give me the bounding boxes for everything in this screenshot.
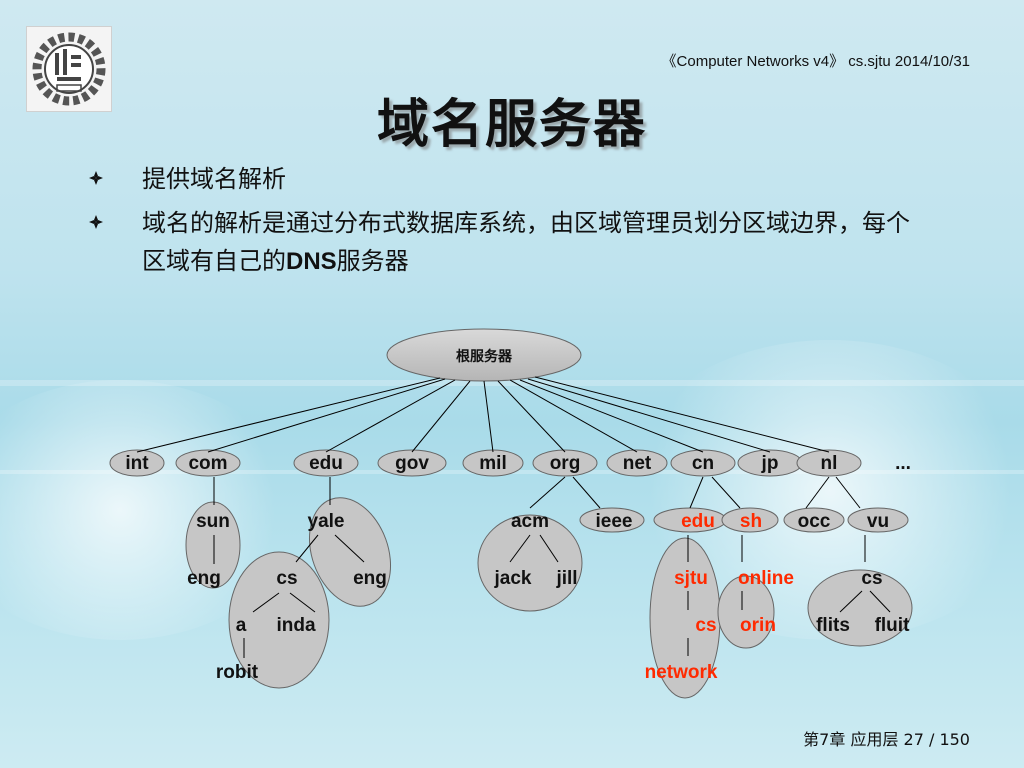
tld-net: net [623,453,652,474]
label-cs-sjtu: cs [695,615,716,636]
label-eng: eng [353,568,387,589]
diamond-bullet-icon [88,204,142,234]
slide-footer: 第7章 应用层 27 / 150 [803,730,970,749]
zone-acm [477,514,583,612]
bullet-item: 提供域名解析 [88,160,948,198]
node-ieee [579,507,645,533]
node-com [175,449,241,477]
label-cs: cs [276,568,297,589]
node-nl [796,449,862,477]
zone-yale [308,497,392,607]
node-occ [783,507,845,533]
tld-edu: edu [309,453,343,474]
node-org [532,449,598,477]
node-int [109,449,165,477]
label-network: network [645,662,718,683]
zone-sh [717,575,775,649]
label-edu-cn: edu [681,511,715,532]
label-fluit: fluit [875,615,910,636]
course-header: 《Computer Networks v4》 cs.sjtu 2014/10/3… [661,53,970,70]
node-net [606,449,668,477]
tld-org: org [550,453,581,474]
level4-labels: a inda cs orin flits fluit [236,615,910,636]
label-jack: jack [494,568,532,589]
node-sh [721,507,779,533]
tld-nl: nl [821,453,838,474]
zone-cs [228,551,330,689]
node-cn [670,449,736,477]
diamond-bullet-icon [88,160,142,190]
tree-edges [136,376,891,658]
label-vu: vu [867,511,889,532]
zone-sun [185,501,241,589]
tld-int: int [125,453,149,474]
bullet-item: 域名的解析是通过分布式数据库系统，由区域管理员划分区域边界，每个区域有自己的DN… [88,204,948,281]
university-logo [26,26,112,112]
bullet-text-after: 服务器 [336,247,409,275]
label-a: a [236,615,247,636]
label-flits: flits [816,615,850,636]
slide-title: 域名服务器 [376,95,647,155]
label-yale: yale [308,511,345,532]
label-sun: sun [196,511,230,532]
label-sjtu: sjtu [674,568,708,589]
gear-emblem-icon [32,32,106,106]
zone-vu-cs [807,569,913,647]
tld-jp: jp [761,453,779,474]
label-online: online [738,568,794,589]
tld-mil: mil [479,453,506,474]
node-gov [377,449,447,477]
tld-gov: gov [395,453,429,474]
level3-labels: eng cs eng jack jill sjtu online cs [187,568,882,589]
tld-ellipsis: ... [895,453,911,474]
label-acm: acm [511,511,549,532]
tld-labels: int com edu gov mil org net cn jp nl ... [125,453,911,474]
level5-labels: robit network [216,662,718,683]
label-inda: inda [276,615,315,636]
bullet-text: 提供域名解析 [142,165,286,193]
label-orin: orin [740,615,776,636]
label-cs-vu: cs [861,568,882,589]
bullet-text: 域名的解析是通过分布式数据库系统，由区域管理员划分区域边界，每个区域有自己的DN… [142,204,932,281]
node-vu [847,507,909,533]
node-ellipses [109,449,909,533]
level2-labels: sun yale acm ieee edu sh occ vu [196,511,889,532]
zone-ellipses [185,497,913,699]
root-label: 根服务器 [456,348,513,365]
label-jill: jill [555,568,577,589]
label-sh: sh [740,511,762,532]
tld-com: com [188,453,227,474]
tld-cn: cn [692,453,714,474]
bullet-text-bold: DNS [286,248,337,275]
label-eng: eng [187,568,221,589]
label-occ: occ [798,511,831,532]
label-robit: robit [216,662,259,683]
node-edu [293,449,359,477]
label-ieee: ieee [596,511,633,532]
bullet-list: 提供域名解析 域名的解析是通过分布式数据库系统，由区域管理员划分区域边界，每个区… [88,160,948,287]
bullet-text-before: 域名的解析是通过分布式数据库系统，由区域管理员划分区域边界，每个区域有自己的 [142,209,910,275]
